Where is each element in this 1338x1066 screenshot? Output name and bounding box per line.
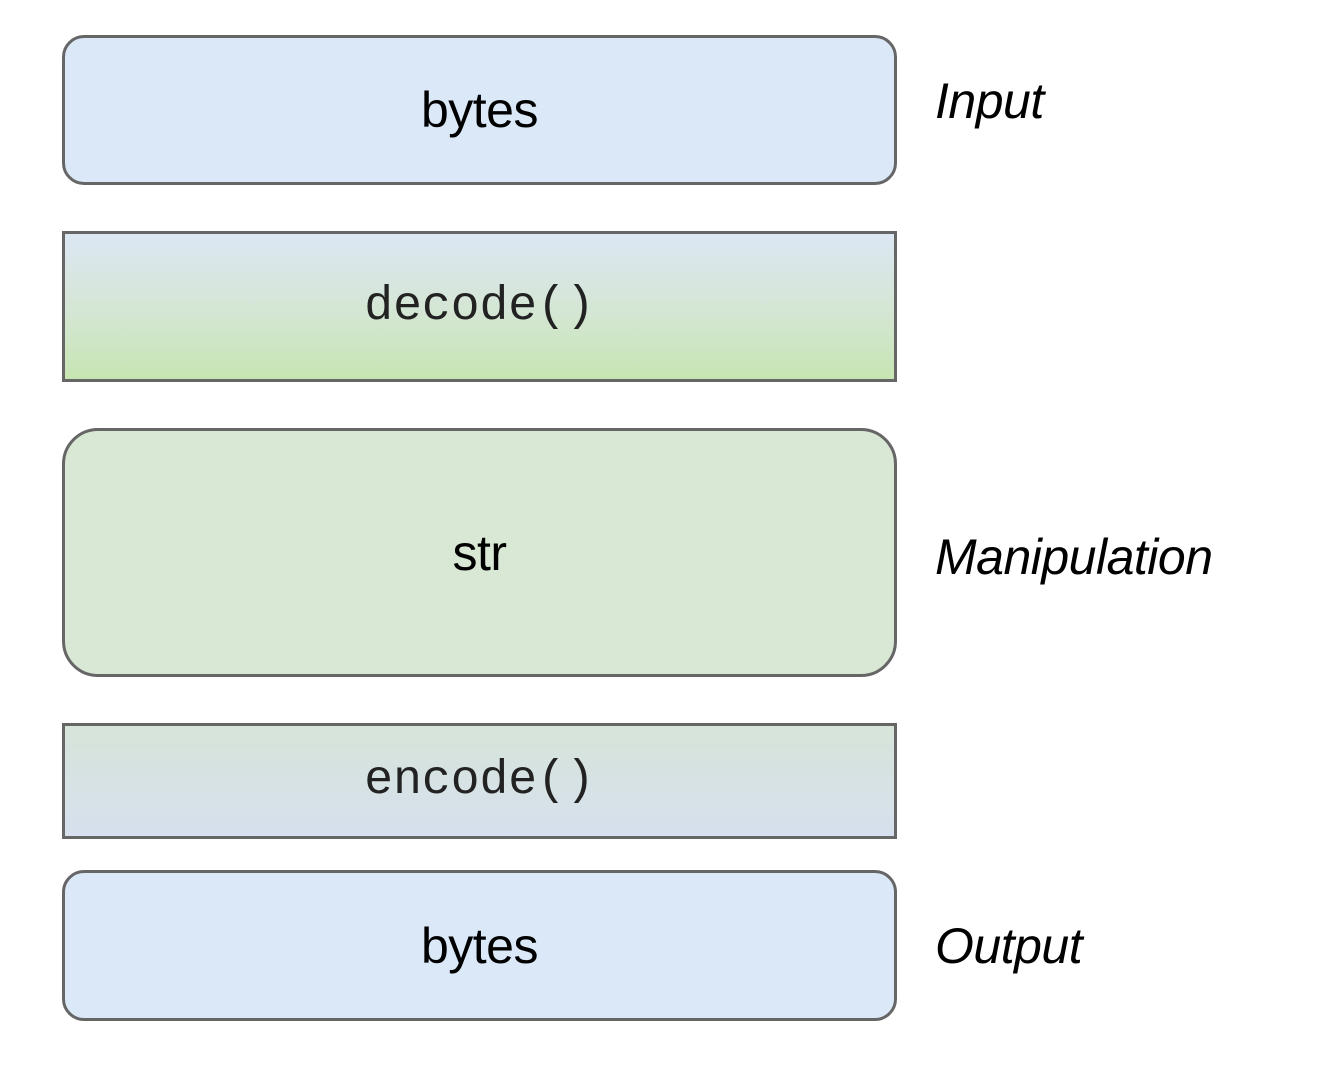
output-label: Output: [935, 918, 1083, 974]
input-bytes-box: bytes: [62, 35, 897, 185]
output-bytes-box: bytes: [62, 870, 897, 1021]
input-label: Input: [935, 73, 1044, 129]
decode-function-box: decode(): [62, 231, 897, 382]
decode-function-text: decode(): [364, 279, 595, 334]
input-bytes-text: bytes: [420, 82, 539, 138]
encode-function-text: encode(): [364, 754, 595, 808]
encode-function-box: encode(): [62, 723, 897, 839]
str-text: str: [452, 524, 507, 581]
output-bytes-text: bytes: [420, 917, 539, 974]
manipulation-str-box: str: [62, 428, 897, 677]
manipulation-label: Manipulation: [935, 529, 1213, 585]
